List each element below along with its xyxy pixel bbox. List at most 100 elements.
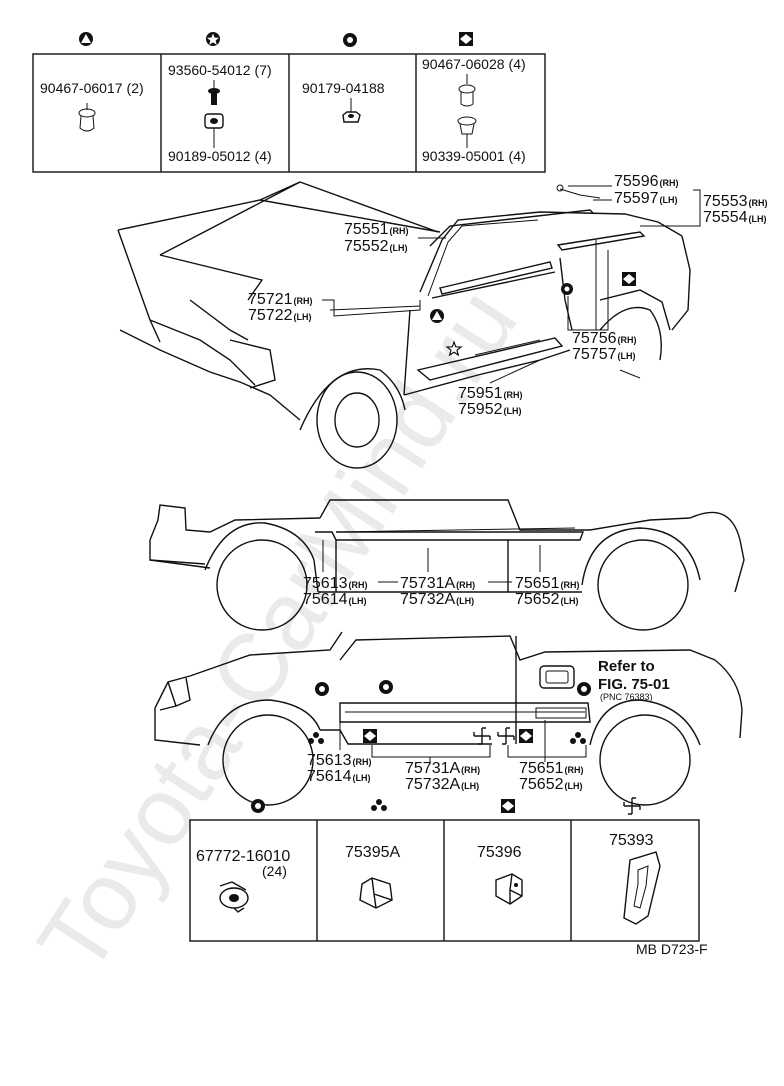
screw-and-nut-drawing (204, 80, 224, 148)
dot-symbol-icon (561, 283, 573, 295)
part-number: 90467-06028 (422, 56, 505, 72)
triangle-symbol-icon (79, 32, 93, 46)
part-qty: (7) (255, 62, 272, 78)
pinwheel-symbol-icon (623, 797, 641, 815)
svg-text:93560-54012(7): 93560-54012(7) (168, 62, 272, 78)
spring-clip-drawing (623, 851, 661, 925)
svg-text:75757(LH): 75757(LH) (572, 346, 636, 363)
callout-side1-75651: 75651(RH) 75652(LH) (488, 545, 580, 608)
car-side-view-1 (149, 499, 745, 631)
part-qty: (2) (127, 80, 144, 96)
car-side-view-2 (154, 631, 743, 806)
part-number: 90189-05012 (168, 148, 251, 164)
svg-text:FIG. 75-01: FIG. 75-01 (598, 676, 670, 693)
diamond-symbol-icon (501, 799, 515, 813)
svg-text:75732A(LH): 75732A(LH) (405, 776, 479, 793)
refer-note: Refer to FIG. 75-01 (PNC 76383) (598, 658, 670, 702)
pinwheel-symbol-icon (497, 727, 515, 745)
svg-text:75651(RH): 75651(RH) (519, 760, 584, 777)
star-symbol-icon (445, 340, 463, 357)
front-wheel (207, 699, 321, 806)
callout-side2-75613: 75613(RH) 75614(LH) (307, 722, 372, 785)
diamond-symbol-icon (622, 272, 636, 286)
svg-text:75613(RH): 75613(RH) (307, 752, 372, 769)
svg-text:75614(LH): 75614(LH) (307, 768, 371, 785)
grommet-drawing (219, 881, 249, 913)
svg-text:75651(RH): 75651(RH) (515, 575, 580, 592)
svg-text:75951(RH): 75951(RH) (458, 385, 523, 402)
callout-side1-75731A: 75731A(RH) 75732A(LH) (378, 548, 475, 608)
callout-75756: 75756(RH) 75757(LH) (567, 240, 637, 363)
ring-symbol-icon (251, 799, 265, 813)
part-number: 90467-06017 (40, 80, 123, 96)
rear-wheel (581, 527, 701, 631)
ring-symbol-icon (577, 682, 591, 696)
svg-text:(PNC 76383): (PNC 76383) (600, 692, 653, 702)
callout-75951: 75951(RH) 75952(LH) (458, 359, 541, 418)
svg-text:75731A(RH): 75731A(RH) (405, 760, 480, 777)
part-qty: (4) (509, 56, 526, 72)
svg-text:75553(RH): 75553(RH) (703, 193, 768, 210)
svg-text:75597(LH): 75597(LH) (614, 190, 678, 207)
part-number: 67772-16010 (196, 848, 290, 865)
clip-drawing (78, 103, 96, 132)
part-qty: (4) (255, 148, 272, 164)
star-symbol-icon (206, 32, 220, 46)
fastener-table-top: 90467-06017(2) 93560-54012(7) 90189-0501… (32, 32, 546, 173)
svg-text:75652(LH): 75652(LH) (519, 776, 583, 793)
trefoil-symbol-icon (308, 732, 324, 744)
part-number: 93560-54012 (168, 62, 251, 78)
front-wheel (299, 368, 406, 469)
svg-text:Refer to: Refer to (598, 658, 655, 675)
trefoil-symbol-icon (371, 799, 387, 811)
svg-text:75732A(LH): 75732A(LH) (400, 591, 474, 608)
part-number: 75396 (477, 844, 522, 861)
part-number: 75395A (345, 844, 400, 861)
fastener-table-bottom: 67772-16010 (24) 75395A 75396 75393 (189, 797, 700, 942)
svg-text:75952(LH): 75952(LH) (458, 401, 522, 418)
callout-75596: 75596(RH) 75597(LH) (568, 173, 679, 207)
part-number: 90179-04188 (302, 80, 385, 96)
diamond-symbol-icon (519, 729, 533, 743)
svg-text:75596(RH): 75596(RH) (614, 173, 679, 190)
svg-text:75722(LH): 75722(LH) (248, 307, 312, 324)
watermark: Toyota-CarMind.ru (18, 271, 538, 991)
callout-75553: 75553(RH) 75554(LH) (640, 189, 768, 227)
callout-75721: 75721(RH) 75722(LH) (248, 291, 421, 324)
svg-text:75554(LH): 75554(LH) (703, 209, 767, 226)
svg-text:90467-06017(2): 90467-06017(2) (40, 80, 144, 96)
part-number: 90339-05001 (422, 148, 505, 164)
svg-text:75614(LH): 75614(LH) (303, 591, 367, 608)
ring-symbol-icon (379, 680, 393, 694)
callout-side2-75731A: 75731A(RH) 75732A(LH) (371, 745, 491, 793)
callout-75551: 75551(RH) 75552(LH) (344, 221, 446, 255)
car-perspective-view (117, 181, 691, 469)
dot-symbol-icon (343, 33, 357, 47)
part-qty: (4) (509, 148, 526, 164)
svg-text:90179-04188: 90179-04188 (302, 80, 385, 96)
callout-side2-75651: 75651(RH) 75652(LH) (507, 720, 587, 793)
clip-drawing (457, 74, 477, 148)
diamond-symbol-icon (363, 729, 377, 743)
svg-text:75721(RH): 75721(RH) (248, 291, 313, 308)
front-wheel (204, 522, 319, 631)
svg-text:75551(RH): 75551(RH) (344, 221, 409, 238)
triangle-symbol-icon (430, 309, 444, 323)
part-number: 75393 (609, 832, 654, 849)
part-qty: (24) (262, 863, 287, 879)
diamond-symbol-icon (459, 32, 473, 46)
pinwheel-symbol-icon (473, 727, 491, 745)
svg-text:90339-05001(4): 90339-05001(4) (422, 148, 526, 164)
callout-side1-75613: 75613(RH) 75614(LH) (303, 540, 368, 608)
retainer-drawing (359, 877, 393, 909)
retainer-drawing (495, 873, 523, 905)
nut-drawing (342, 98, 361, 123)
svg-text:75613(RH): 75613(RH) (303, 575, 368, 592)
svg-text:75552(LH): 75552(LH) (344, 238, 408, 255)
rear-wheel (589, 699, 701, 806)
figure-code: MB D723-F (636, 941, 708, 957)
svg-text:75756(RH): 75756(RH) (572, 330, 637, 347)
svg-text:90189-05012(4): 90189-05012(4) (168, 148, 272, 164)
trefoil-symbol-icon (570, 732, 586, 744)
